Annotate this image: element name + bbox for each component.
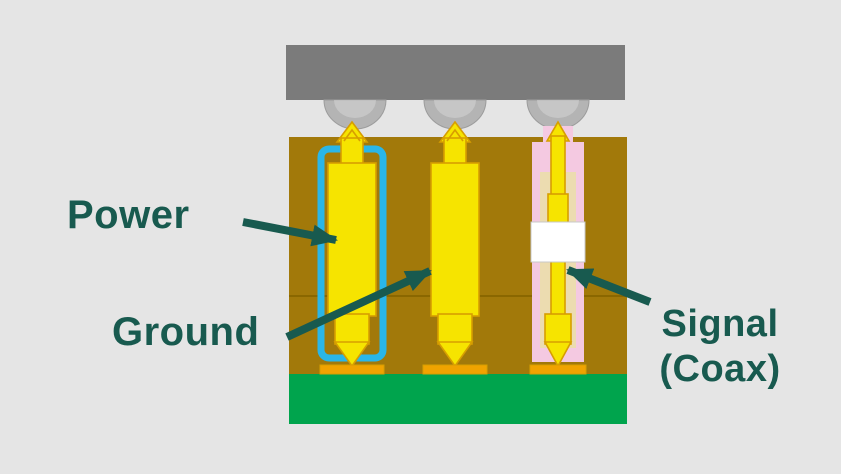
power-pin: [317, 120, 387, 375]
ground-arrow: [285, 267, 432, 341]
pin-lower-neck: [437, 313, 473, 345]
solder-ball-highlight: [434, 100, 476, 118]
label-ground: Ground: [112, 310, 260, 354]
pin-tip-notch: [446, 128, 464, 142]
chip-body: [286, 45, 625, 100]
label-power: Power: [67, 193, 190, 237]
conductor-wide-section: [547, 193, 569, 225]
solder-pad: [422, 364, 488, 375]
pcb-board: [289, 374, 627, 424]
solder-pad: [319, 364, 385, 375]
ground-pin: [422, 120, 488, 375]
label-signal-line2: (Coax): [659, 348, 781, 390]
signal-coax-pin: [529, 120, 587, 375]
pin-body: [430, 162, 480, 317]
pin-bottom-tip: [333, 341, 371, 368]
pin-lower-neck: [334, 313, 370, 345]
signal-arrow: [566, 266, 652, 306]
solder-pad: [529, 364, 587, 375]
power-arrow: [242, 218, 338, 247]
pin-bottom-tip: [436, 341, 474, 368]
label-signal: Signal (Coax): [636, 302, 804, 392]
solder-ball-highlight: [334, 100, 376, 118]
coax-white-block: [530, 221, 586, 263]
pin-lower-neck: [544, 313, 572, 345]
label-signal-line1: Signal: [661, 303, 779, 345]
solder-ball-highlight: [537, 100, 579, 118]
pin-tip-notch: [343, 128, 361, 142]
pin-bottom-tip: [543, 341, 573, 368]
